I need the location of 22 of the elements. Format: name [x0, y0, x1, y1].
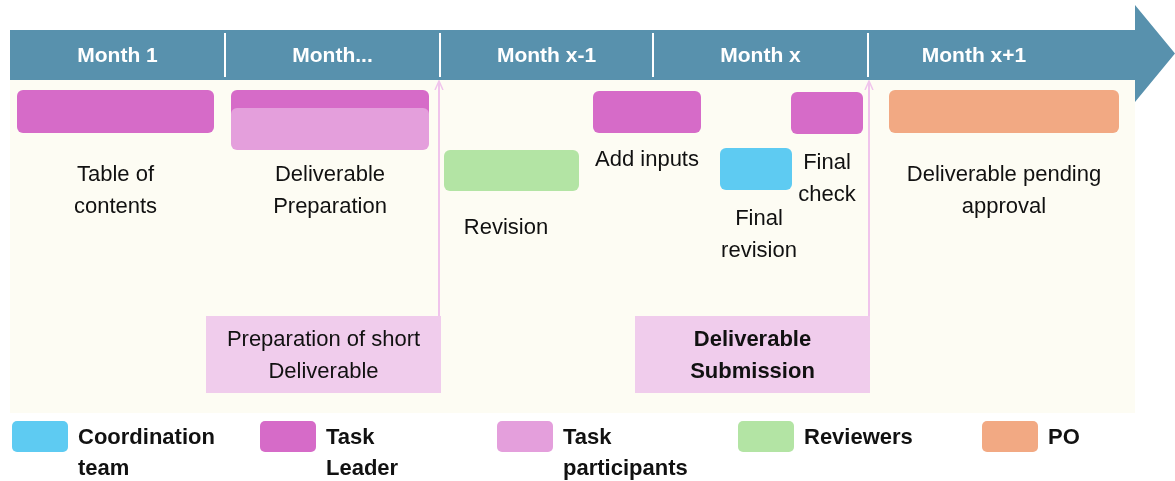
task-label: Final revision [720, 204, 798, 264]
legend-label: PO [1048, 423, 1081, 451]
task-label: Table of contents [72, 160, 159, 220]
arrow [864, 80, 874, 317]
legend-label: Task Leader [326, 423, 400, 481]
legend-label: Reviewers [804, 423, 914, 451]
task-label: Deliverable Preparation [272, 160, 388, 220]
month-label: Month x [719, 42, 802, 68]
month-label: Month... [291, 42, 374, 68]
month-label: Month 1 [76, 42, 159, 68]
timeline-arrow [10, 5, 1175, 102]
arrow [434, 80, 444, 317]
task-label: Final check [797, 148, 857, 208]
legend-label: Task participants [563, 423, 689, 481]
milestone-box: Preparation of short Deliverable [206, 316, 441, 393]
legend-label: Coordination team [78, 423, 216, 481]
task-label: Deliverable pending approval [905, 160, 1103, 220]
month-label: Month x-1 [495, 42, 598, 68]
task-label: Add inputs [594, 145, 700, 173]
milestone-box: Deliverable Submission [635, 316, 870, 393]
month-label: Month x+1 [920, 42, 1028, 68]
task-label: Revision [462, 213, 550, 241]
